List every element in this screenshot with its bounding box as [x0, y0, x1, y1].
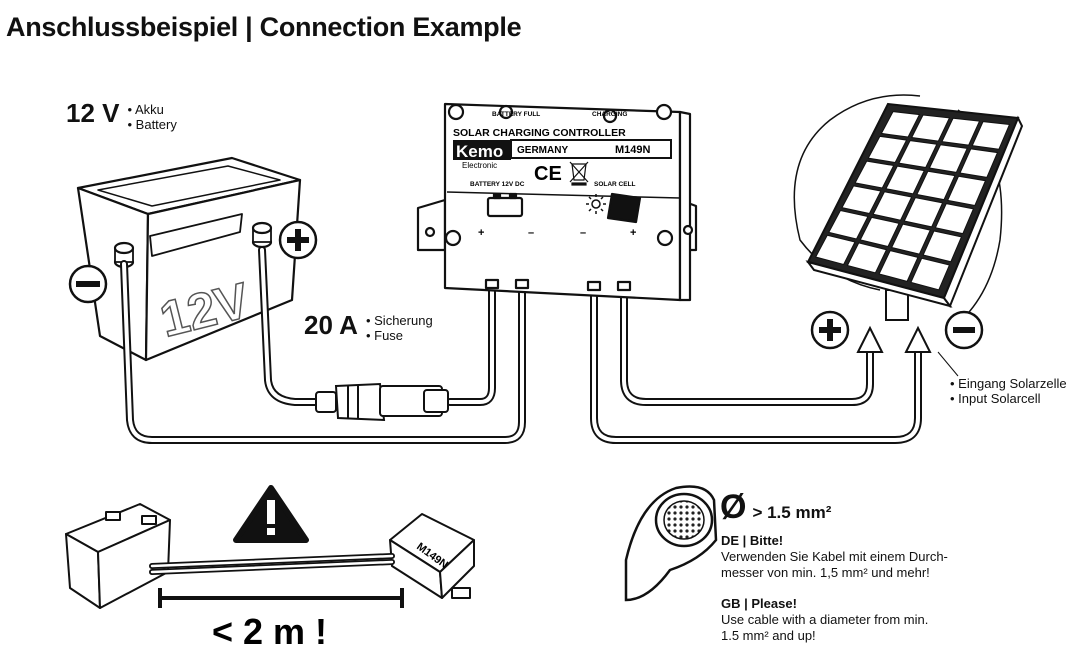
kemo-brand: Kemo: [456, 142, 503, 161]
solar-cell: [846, 242, 888, 274]
solar-cell: [971, 121, 1011, 150]
kemo-brand-sub: Electronic: [462, 161, 497, 170]
solar-cell: [922, 230, 963, 263]
battery-port-minus: –: [528, 227, 534, 239]
solar-cell: [814, 234, 856, 266]
solar-port-plus: +: [630, 227, 636, 239]
solar-cell: [946, 175, 987, 207]
solar-cell: [903, 197, 944, 228]
solar-cell: [898, 140, 938, 169]
battery-label-en: • Battery: [127, 117, 177, 132]
controller-model: M149N: [615, 144, 651, 156]
page-title: Anschlussbeispiel | Connection Example: [6, 12, 522, 42]
led-charging-label: CHARGING: [592, 111, 627, 118]
solar-port-minus: –: [580, 227, 586, 239]
solar-cell: [859, 216, 900, 248]
solar-port-label: SOLAR CELL: [594, 181, 636, 188]
solar-input-leader: [937, 351, 959, 377]
solar-cell: [867, 135, 908, 164]
led-battery-full-label: BATTERY FULL: [492, 111, 540, 118]
fuse-rating: 20 A: [304, 310, 358, 340]
solar-cell: [959, 148, 999, 178]
solar-cell: [880, 111, 921, 138]
solar-panel-illustration: [793, 94, 1024, 331]
max-distance-label: < 2 m !: [212, 611, 327, 652]
cable-de-text-line1: Verwenden Sie Kabel mit einem Durch-: [721, 549, 948, 564]
fuse-callout: 20 A • Sicherung • Fuse: [304, 310, 433, 343]
solar-cell: [891, 223, 931, 255]
solar-cell: [841, 185, 882, 215]
solar-minus-sign: [944, 310, 984, 350]
solar-input-label-en: • Input Solarcell: [950, 391, 1041, 406]
solar-cell: [934, 203, 975, 235]
connection-cable: [149, 553, 395, 575]
controller-country: GERMANY: [517, 145, 568, 156]
warning-icon: [233, 485, 309, 543]
battery-label-de: • Akku: [127, 102, 164, 117]
solar-plus-sign: [810, 310, 850, 350]
battery-minus-sign: [68, 264, 108, 304]
ce-mark: CE: [534, 163, 562, 185]
fuse-holder: [315, 382, 449, 422]
solar-cell: [910, 257, 951, 291]
small-battery-illustration: [65, 503, 171, 609]
cable-gb-heading: GB | Please!: [721, 596, 797, 611]
cable-diameter: Ø > 1.5 mm²: [720, 488, 831, 527]
solar-cell: [910, 114, 951, 142]
battery-voltage: 12 V: [66, 98, 120, 128]
fuse-label-en: • Fuse: [365, 328, 404, 343]
battery-illustration: [76, 156, 302, 362]
solar-cell: [928, 144, 968, 173]
cable-gb-text-line2: 1.5 mm² and up!: [721, 628, 816, 643]
fuse-label-de: • Sicherung: [365, 313, 433, 328]
diameter-value: > 1.5 mm²: [752, 503, 832, 522]
solar-arrow-heads: [856, 325, 932, 353]
solar-cell: [872, 191, 913, 221]
solar-cell: [854, 160, 895, 189]
controller-name: SOLAR CHARGING CONTROLLER: [453, 127, 626, 139]
cable-note-gb: GB | Please! Use cable with a diameter f…: [721, 596, 1021, 644]
diameter-symbol: Ø: [720, 488, 747, 526]
solar-cell: [916, 170, 956, 201]
battery-plus-sign: [278, 220, 318, 260]
solar-input-callout: • Eingang Solarzelle • Input Solarcell: [950, 376, 1067, 406]
solar-cell: [878, 250, 919, 282]
battery-callout: 12 V • Akku • Battery: [66, 98, 177, 132]
solar-cell: [941, 117, 981, 146]
cable-de-heading: DE | Bitte!: [721, 533, 784, 548]
wiring: [120, 246, 922, 444]
battery-port-label: BATTERY 12V DC: [470, 181, 525, 188]
battery-port-plus: +: [478, 227, 484, 239]
solar-cell: [828, 209, 869, 240]
cable-de-text-line2: messer von min. 1,5 mm² und mehr!: [721, 565, 930, 580]
model-plate: [510, 139, 672, 159]
distance-dimension-line: [158, 588, 404, 608]
sun-icon: [586, 194, 606, 214]
cable-gb-text-line1: Use cable with a diameter from min.: [721, 612, 929, 627]
kemo-logo-box: [453, 140, 511, 160]
cable-cross-section-illustration: [624, 485, 718, 602]
solar-input-label-de: • Eingang Solarzelle: [950, 376, 1067, 391]
weee-bin-icon: [569, 161, 589, 186]
solar-cell: [885, 165, 925, 195]
cable-note-de: DE | Bitte! Verwenden Sie Kabel mit eine…: [721, 533, 1021, 581]
